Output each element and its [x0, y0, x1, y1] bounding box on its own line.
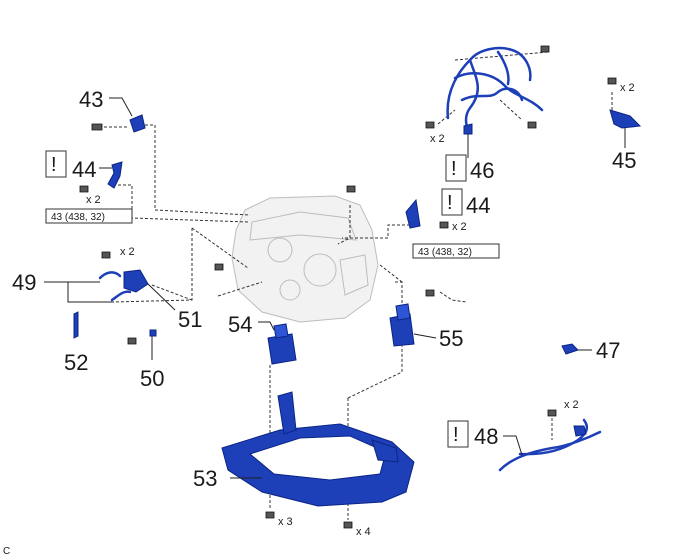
part-53-subframe	[221, 391, 415, 529]
qty-48: x 2	[564, 399, 579, 411]
qty-53-b: x 4	[356, 526, 371, 538]
part-54-engine-mount	[267, 323, 297, 365]
caution-mark-44-right: !	[447, 192, 453, 214]
figure-code: C	[3, 546, 10, 557]
part-52-rod	[73, 311, 79, 339]
part-46-wire-harness	[425, 45, 550, 135]
bolt-engine-top	[346, 185, 356, 193]
callout-45: 45	[612, 148, 636, 173]
part-49-sensor-bracket	[98, 251, 149, 302]
leader-55	[413, 333, 437, 339]
callout-53: 53	[193, 466, 217, 491]
torque-box-right	[412, 243, 500, 259]
bolt-engine-right	[425, 289, 435, 297]
callout-51: 51	[178, 307, 202, 332]
caution-icon-48	[447, 420, 469, 448]
callout-49: 49	[12, 270, 36, 295]
callout-55: 55	[439, 326, 463, 351]
leader-43	[109, 97, 133, 117]
leader-48	[503, 435, 523, 456]
callout-44-left: 44	[72, 157, 96, 182]
torque-box-left	[45, 208, 133, 224]
part-48-harness	[498, 409, 602, 472]
leader-54	[258, 321, 275, 331]
qty-53-a: x 3	[278, 516, 293, 528]
torque-spec-left: 43 (438, 32)	[51, 212, 105, 223]
qty-45: x 2	[620, 82, 635, 94]
qty-44-left: x 2	[86, 194, 101, 206]
part-47-grommet	[561, 343, 579, 355]
part-44-left-bracket	[79, 161, 123, 193]
callout-50: 50	[140, 366, 164, 391]
leader-49	[44, 281, 112, 303]
qty-44-right: x 2	[452, 221, 467, 233]
part-55-engine-mount	[389, 303, 415, 347]
leader-51	[147, 283, 176, 311]
callout-44-right: 44	[466, 193, 490, 218]
part-50-bolt	[127, 329, 157, 360]
callout-48: 48	[474, 424, 498, 449]
caution-mark-44-left: !	[51, 154, 57, 176]
torque-spec-right: 43 (438, 32)	[418, 247, 472, 258]
engine-assembly	[231, 195, 379, 323]
callout-43: 43	[79, 87, 103, 112]
caution-icon-44-right	[441, 188, 463, 216]
callout-46: 46	[470, 158, 494, 183]
bolt-engine-left	[214, 263, 224, 271]
callout-52: 52	[64, 350, 88, 375]
qty-46: x 2	[430, 133, 445, 145]
caution-mark-46: !	[451, 158, 457, 180]
callout-54: 54	[228, 312, 252, 337]
qty-49: x 2	[120, 246, 135, 258]
callout-47: 47	[596, 338, 620, 363]
caution-mark-48: !	[453, 424, 459, 446]
part-44-right-bracket	[405, 198, 449, 229]
caution-icon-44-left	[45, 150, 67, 178]
caution-icon-46	[445, 154, 467, 182]
part-45-cover	[607, 77, 642, 129]
part-43-bracket	[91, 114, 146, 133]
